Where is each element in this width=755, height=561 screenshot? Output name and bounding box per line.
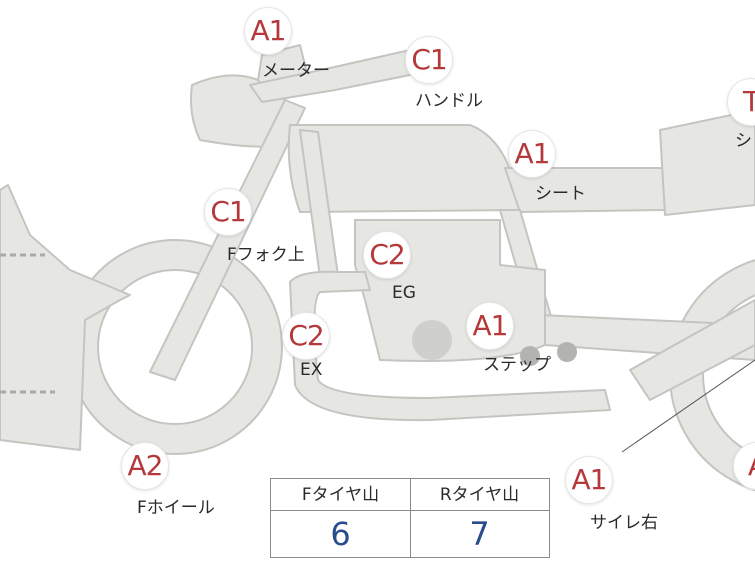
silencer-right-label: サイレ右 <box>590 513 658 533</box>
meter-label: メーター <box>262 61 330 81</box>
rear-tire-header: Rタイヤ山 <box>410 479 549 511</box>
meter-grade-marker: A1 <box>244 7 292 55</box>
seat-grade-marker: A1 <box>508 130 556 178</box>
exhaust-label: EX <box>300 360 323 380</box>
silencer-leader-line <box>621 359 755 453</box>
tire-tread-table: Fタイヤ山 Rタイヤ山 6 7 <box>270 478 550 558</box>
front-wheel-grade-marker: A2 <box>121 442 169 490</box>
seat-label: シート <box>535 184 586 204</box>
rear-tire-value: 7 <box>469 515 490 553</box>
front-tire-value: 6 <box>330 515 351 553</box>
fork-upper-label: Fフォク上 <box>227 245 305 265</box>
step-peg-left <box>520 346 540 366</box>
fork-upper-grade-marker: C1 <box>204 188 252 236</box>
silencer-right-grade-marker: A1 <box>565 456 613 504</box>
handle-grade-marker: C1 <box>405 36 453 84</box>
exhaust-shape <box>289 270 611 422</box>
front-tire-header: Fタイヤ山 <box>271 479 410 511</box>
engine-grade-marker: C2 <box>363 231 411 279</box>
engine-label: EG <box>392 283 416 303</box>
handle-label: ハンドル <box>415 91 483 111</box>
rear-cowl-shape <box>659 109 755 216</box>
table-divider <box>410 479 411 557</box>
engine-cover-circle <box>412 320 452 360</box>
tank-cut-label: シ <box>735 131 752 151</box>
silencer-shape <box>629 299 755 401</box>
step-label: ステップ <box>483 355 551 375</box>
step-peg-right <box>557 342 577 362</box>
front-fender-shape <box>0 184 131 451</box>
step-grade-marker: A1 <box>466 302 514 350</box>
fork-shape <box>149 99 306 381</box>
exhaust-grade-marker: C2 <box>282 312 330 360</box>
front-wheel-label: Fホイール <box>137 498 215 518</box>
